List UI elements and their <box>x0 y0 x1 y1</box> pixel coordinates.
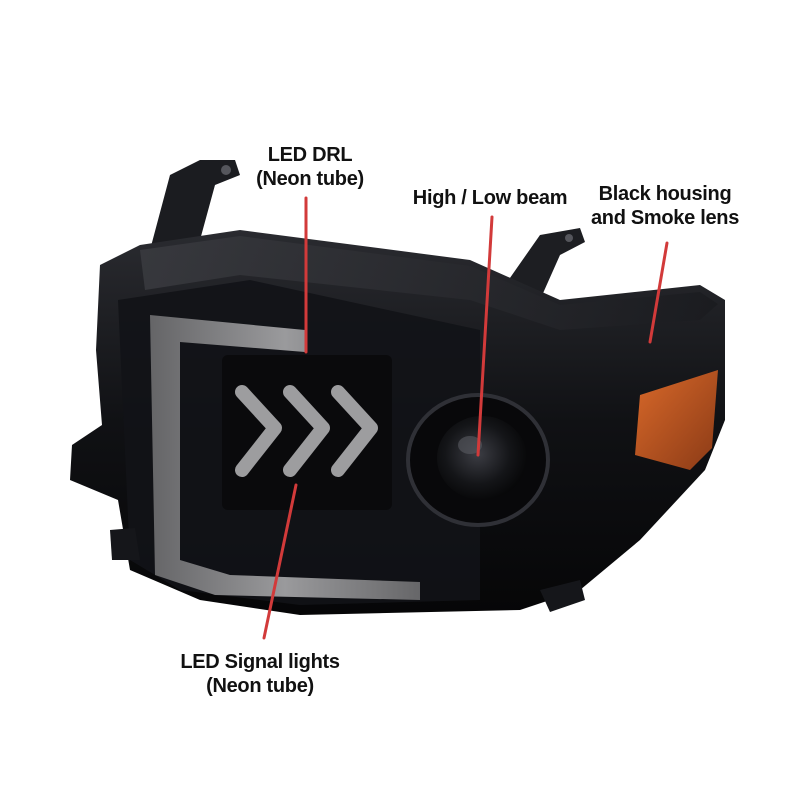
housing-leader-line <box>648 241 669 344</box>
led-signal-lights-label-line1: LED Signal lights <box>180 651 340 673</box>
high-low-beam-label: High / Low beam <box>405 186 575 210</box>
amber-side-reflector <box>635 370 718 470</box>
callout-leader-lines <box>262 196 669 640</box>
projector-lens <box>406 393 550 527</box>
led-drl-label-line2: (Neon tube) <box>256 168 364 190</box>
led-signal-chevrons <box>235 385 378 477</box>
led-signal-lights-label-line2: (Neon tube) <box>206 675 314 697</box>
black-housing-label: Black housing and Smoke lens <box>585 182 745 230</box>
led-drl-neon-tube <box>150 315 420 600</box>
led-signal-lights-label: LED Signal lights (Neon tube) <box>170 650 350 698</box>
black-housing-label-line2: and Smoke lens <box>590 207 740 229</box>
mounting-bracket-left <box>150 160 240 250</box>
beam-leader-line <box>476 215 494 457</box>
led-drl-label-line1: LED DRL <box>267 144 353 166</box>
high-low-beam-label-line1: High / Low beam <box>412 187 568 209</box>
black-housing-label-line1: Black housing <box>598 183 732 205</box>
led-drl-label: LED DRL (Neon tube) <box>240 143 380 191</box>
mounting-bracket-right <box>505 228 585 300</box>
signal-leader-line <box>262 483 298 640</box>
